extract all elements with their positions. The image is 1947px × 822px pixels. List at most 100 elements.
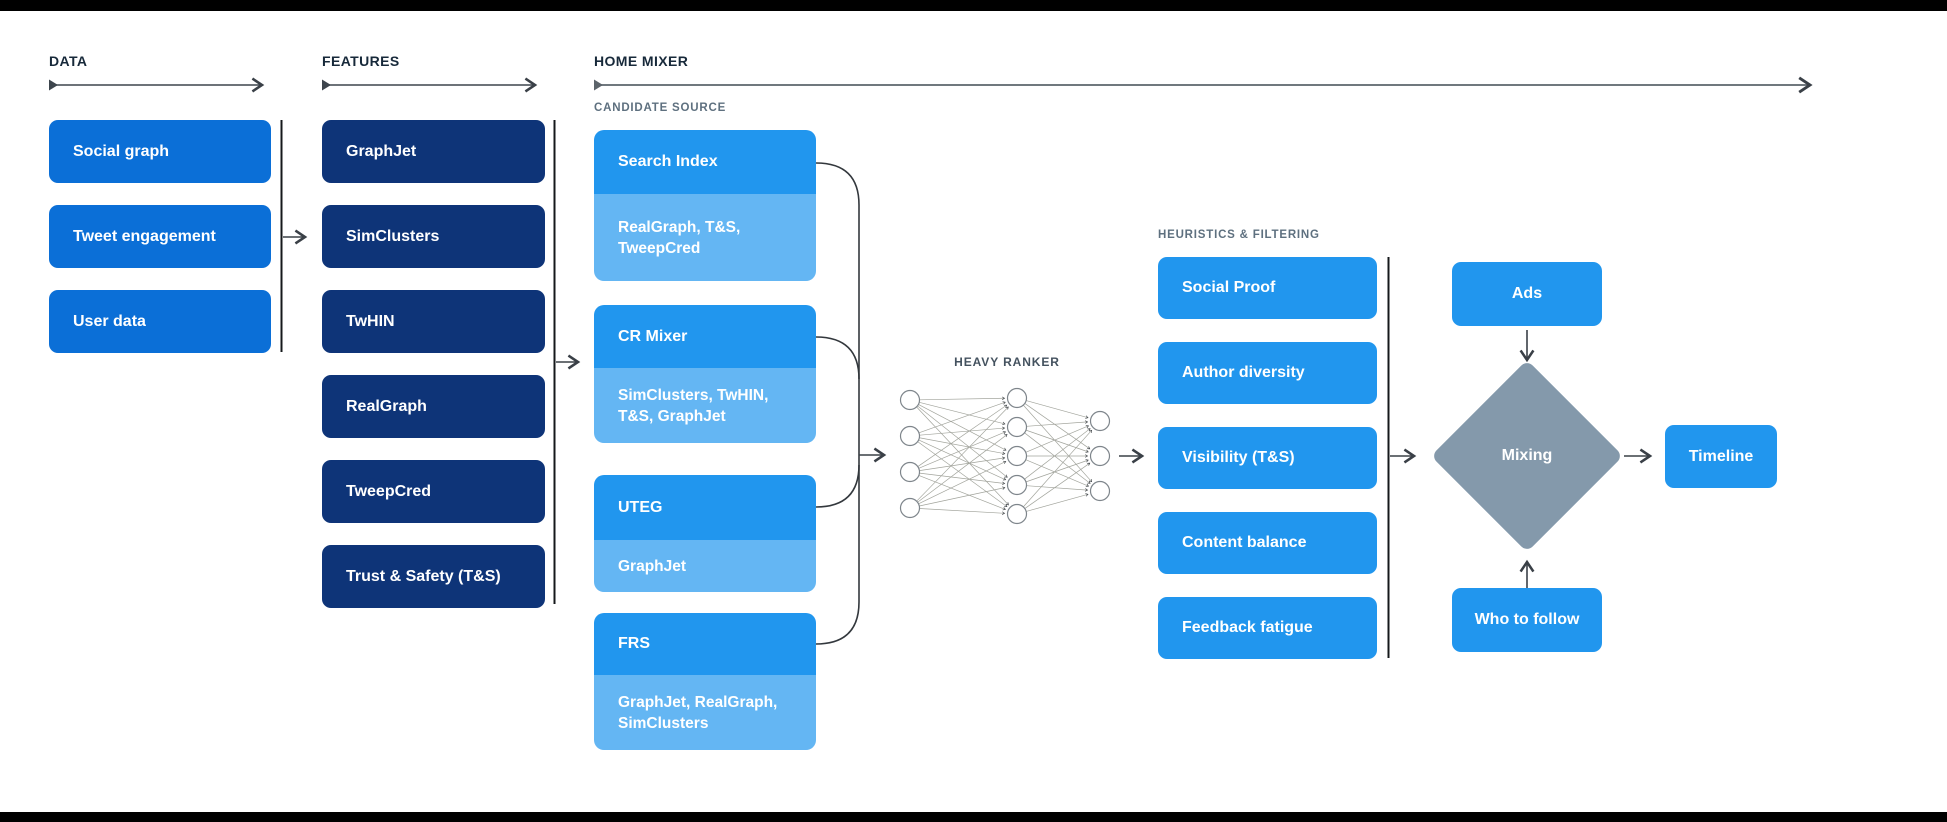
- nn-edge: [1026, 485, 1089, 492]
- box-label: TweepCred: [346, 482, 432, 500]
- nn-node: [899, 425, 921, 447]
- nn-edge: [1024, 432, 1091, 484]
- nn-edge: [919, 437, 1006, 455]
- heuristic-item-feedback-fatigue: Feedback fatigue: [1158, 597, 1377, 659]
- candidate-card-title: UTEG: [594, 475, 816, 540]
- who-to-follow-node: Who to follow: [1452, 588, 1602, 652]
- nn-edge: [1026, 493, 1089, 512]
- nn-edge: [916, 406, 1009, 502]
- feature-item-twhin: TwHIN: [322, 290, 545, 353]
- nn-edge: [1024, 428, 1091, 480]
- nn-node: [1089, 410, 1111, 432]
- top-frame-bar: [0, 0, 1947, 11]
- candidate-card-sources: GraphJet, RealGraph, SimClusters: [594, 675, 816, 750]
- nn-edge: [918, 439, 1007, 481]
- box-label: Trust & Safety (T&S): [346, 567, 501, 585]
- data-item-social-graph: Social graph: [49, 120, 271, 183]
- nn-node: [1006, 474, 1028, 496]
- box-label: Visibility (T&S): [1182, 449, 1295, 466]
- heuristic-item-visibility-t-s: Visibility (T&S): [1158, 427, 1377, 489]
- section-header-features: FEATURES: [322, 53, 400, 69]
- features-axis-arrow: [322, 77, 538, 93]
- box-label: Tweet engagement: [73, 227, 216, 245]
- nn-edge: [919, 426, 1006, 436]
- nn-edge: [919, 508, 1006, 515]
- nn-edge: [919, 486, 1006, 507]
- candidate-card-title: CR Mixer: [594, 305, 816, 368]
- nn-node: [899, 461, 921, 483]
- box-label: SimClusters: [346, 227, 440, 245]
- candidate-card-sources: GraphJet: [594, 540, 816, 592]
- candidate-card-sources: RealGraph, T&S, TweepCred: [594, 194, 816, 281]
- nn-edge: [917, 404, 1008, 467]
- nn-node: [1006, 503, 1028, 525]
- nn-edge: [1024, 403, 1091, 450]
- box-label: RealGraph: [346, 397, 427, 415]
- ads-node: Ads: [1452, 262, 1602, 326]
- data-item-tweet-engagement: Tweet engagement: [49, 205, 271, 268]
- heuristics-filtering-label: HEURISTICS & FILTERING: [1158, 229, 1320, 241]
- data-axis-arrow: [49, 77, 265, 93]
- nn-node: [1006, 387, 1028, 409]
- nn-edge: [918, 460, 1007, 505]
- nn-edge: [917, 405, 1008, 478]
- nn-edge: [917, 441, 1008, 507]
- mixing-diamond-label: Mixing: [1501, 447, 1553, 464]
- heuristic-item-content-balance: Content balance: [1158, 512, 1377, 574]
- nn-edge: [1025, 459, 1089, 483]
- nn-edge: [1025, 459, 1090, 487]
- feature-item-graphjet: GraphJet: [322, 120, 545, 183]
- feature-item-realgraph: RealGraph: [322, 375, 545, 438]
- bottom-frame-bar: [0, 812, 1947, 822]
- nn-edge: [919, 456, 1006, 471]
- data-item-user-data: User data: [49, 290, 271, 353]
- section-header-home-mixer: HOME MIXER: [594, 53, 689, 69]
- nn-edge: [919, 401, 1006, 426]
- box-label: Feedback fatigue: [1182, 619, 1313, 636]
- nn-node: [1006, 416, 1028, 438]
- nn-edge: [1023, 429, 1093, 508]
- candidate-card-title: FRS: [594, 613, 816, 675]
- nn-edge: [1026, 400, 1089, 419]
- nn-edge: [1023, 404, 1093, 483]
- nn-node: [899, 389, 921, 411]
- nn-edge: [916, 406, 1009, 506]
- candidate-card-title: Search Index: [594, 130, 816, 194]
- heavy-ranker-label: HEAVY RANKER: [954, 355, 1060, 369]
- nn-edge: [1026, 420, 1089, 427]
- nn-edge: [918, 401, 1006, 434]
- box-label: Author diversity: [1182, 364, 1305, 381]
- home-mixer-axis-arrow: [594, 76, 1813, 94]
- box-label: Social Proof: [1182, 279, 1276, 296]
- timeline-node: Timeline: [1665, 425, 1777, 488]
- nn-node: [1006, 445, 1028, 467]
- nn-node: [1089, 480, 1111, 502]
- nn-edge: [919, 396, 1006, 401]
- nn-edge: [919, 472, 1006, 485]
- feature-item-trust-safety-t-s: Trust & Safety (T&S): [322, 545, 545, 608]
- feature-item-tweepcred: TweepCred: [322, 460, 545, 523]
- box-label: Content balance: [1182, 534, 1307, 551]
- nn-edge: [918, 475, 1006, 511]
- heuristic-item-social-proof: Social Proof: [1158, 257, 1377, 319]
- nn-edge: [1025, 425, 1090, 453]
- nn-edge: [917, 434, 1008, 503]
- box-label: User data: [73, 312, 146, 330]
- feature-item-simclusters: SimClusters: [322, 205, 545, 268]
- nn-edge: [918, 431, 1007, 469]
- nn-node: [1089, 445, 1111, 467]
- nn-edge: [1024, 462, 1091, 509]
- heavy-ranker-network: [899, 387, 1111, 525]
- section-header-data: DATA: [49, 53, 88, 69]
- candidate-merge-connector: [815, 162, 860, 645]
- box-label: Social graph: [73, 142, 170, 160]
- heuristic-item-author-diversity: Author diversity: [1158, 342, 1377, 404]
